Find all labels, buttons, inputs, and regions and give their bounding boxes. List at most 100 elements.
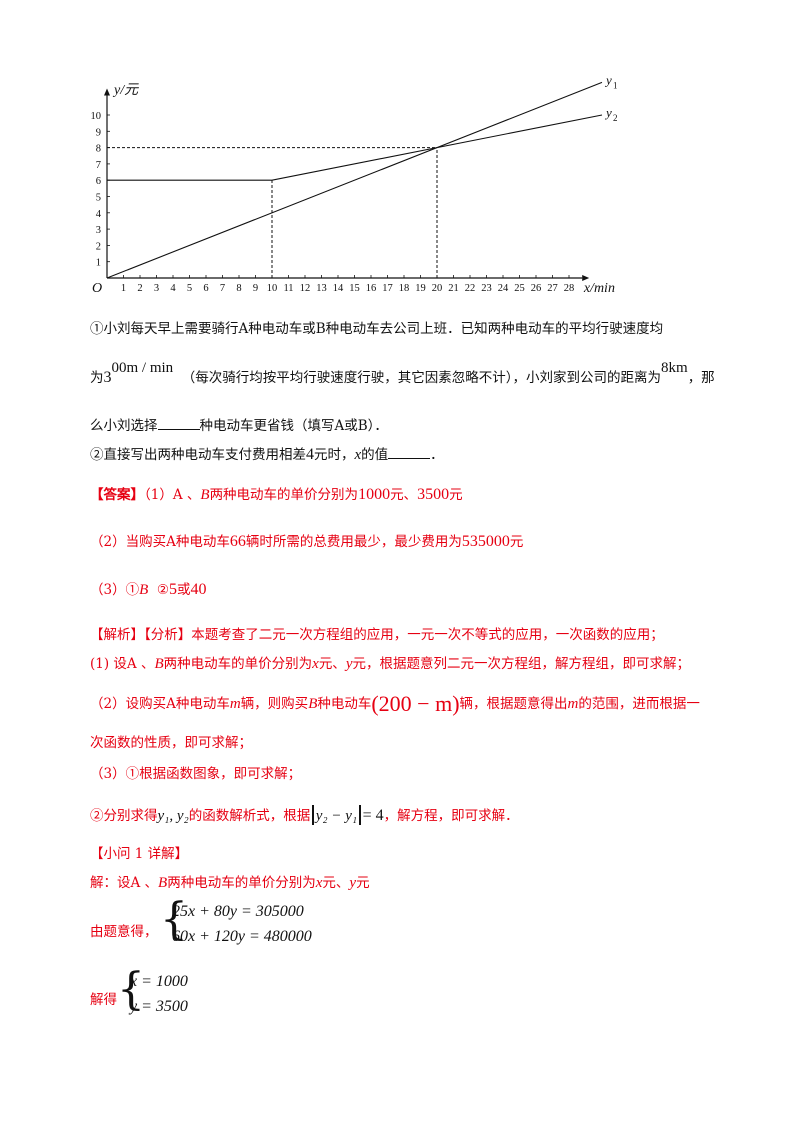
system-label: 由题意得， xyxy=(90,924,158,940)
q1-speed-lead: 3 xyxy=(103,369,112,386)
analysis-2m2: m xyxy=(567,696,579,712)
x-tick-label: 11 xyxy=(283,283,293,294)
x-tick-label: 21 xyxy=(448,283,459,294)
x-axis-arrow xyxy=(582,275,590,281)
answer-x-value-2: 40 xyxy=(190,581,207,598)
x-tick-label: 22 xyxy=(465,283,476,294)
analysis-2-expr: (200 − m) xyxy=(371,691,460,716)
analysis-5-eq: = 4 xyxy=(362,807,384,824)
solution-x: x = 1000 xyxy=(130,973,188,990)
y-tick-label: 9 xyxy=(96,127,101,138)
analysis-2B: B xyxy=(308,696,318,712)
answer-price-b: 3500 xyxy=(417,486,450,503)
q2-text-b: 元时， xyxy=(314,447,355,463)
analysis-5b: 的函数解析式，根据 xyxy=(188,808,311,824)
detail-1x: x xyxy=(315,875,323,891)
q1-text-choose: 么小刘选择 xyxy=(90,418,158,434)
solution-brace: { xyxy=(117,964,145,1015)
x-tick-label: 18 xyxy=(399,283,410,294)
answer-x-value-1: 5 xyxy=(168,581,177,598)
x-tick-label: 8 xyxy=(236,283,241,294)
answer-2b: 辆时所需的总费用最少，最少费用为 xyxy=(245,534,462,550)
x-tick-label: 13 xyxy=(316,283,327,294)
q1-text-note: （每次骑行均按平均行驶速度行驶，其它因素忽略不计），小刘家到公司的距离为 xyxy=(181,370,662,386)
x-tick-label: 19 xyxy=(415,283,426,294)
y-axis-label: y/元 xyxy=(112,83,139,98)
answer-3b: B xyxy=(139,582,149,598)
analysis-5-abs: y₂ − y₁ xyxy=(315,808,358,824)
answer-2a: （2）当购买A种电动车 xyxy=(90,534,230,550)
answer-line-1: 【答案】（1）A 、B两种电动车的单价分别为1000元、3500元 xyxy=(90,487,463,503)
analysis-1b: B xyxy=(154,656,164,672)
answer-blank-1 xyxy=(157,417,200,430)
y-tick-label: 5 xyxy=(96,193,101,204)
y-tick-label: 10 xyxy=(91,111,102,122)
y-tick-label: 4 xyxy=(96,209,102,220)
x-tick-label: 12 xyxy=(300,283,311,294)
analysis-1d: 元、 xyxy=(318,656,346,672)
answer-1b: B xyxy=(200,487,210,503)
analysis-2e: 的范围，进而根据一 xyxy=(578,696,700,712)
x-tick-label: 16 xyxy=(366,283,377,294)
x-tick-label: 15 xyxy=(349,283,360,294)
detail-1a: 解：设A 、 xyxy=(90,875,159,891)
detail-1b: B xyxy=(158,875,168,891)
x-tick-label: 26 xyxy=(531,283,542,294)
analysis-1x: x xyxy=(312,656,319,672)
answer-2c: 元 xyxy=(509,534,524,550)
series-label-sub-y1: 1 xyxy=(613,80,618,90)
series-line-y1 xyxy=(106,81,603,279)
analysis-1c: 两种电动车的单价分别为 xyxy=(163,656,313,672)
series-label-sub-y2: 2 xyxy=(613,113,618,123)
y-tick-label: 3 xyxy=(96,225,101,236)
y-axis-arrow xyxy=(104,88,110,96)
answer-3a: （3）① xyxy=(90,582,140,598)
analysis-label-line: 【解析】【分析】本题考查了二元一次方程组的应用，一元一次不等式的应用，一次函数的… xyxy=(90,627,664,643)
q1-text-wei: 为 xyxy=(90,370,104,386)
origin-label: O xyxy=(92,281,102,296)
analysis-line-3: 次函数的性质，即可求解； xyxy=(90,735,252,751)
detail-1y: y xyxy=(349,875,357,891)
y-tick-label: 1 xyxy=(96,258,101,269)
x-axis-label: x/min xyxy=(583,281,615,296)
series-line-y2 xyxy=(107,114,603,181)
series-label-y2: y xyxy=(604,105,612,120)
equation-2: 60x + 120y = 480000 xyxy=(172,928,312,945)
q2-variable: x xyxy=(354,447,362,463)
detail-1d: 元、 xyxy=(322,875,350,891)
detail-1c: 两种电动车的单价分别为 xyxy=(167,875,316,891)
series-label-y1: y xyxy=(604,78,612,87)
x-tick-label: 17 xyxy=(382,283,393,294)
answer-min-cost: 535000 xyxy=(461,533,510,550)
analysis-line-4: （3）①根据函数图象，即可求解； xyxy=(90,766,302,782)
y-tick-label: 7 xyxy=(96,160,101,171)
answer-blank-2 xyxy=(388,446,431,459)
x-tick-label: 23 xyxy=(481,283,492,294)
x-tick-label: 24 xyxy=(498,283,509,294)
x-tick-label: 9 xyxy=(253,283,258,294)
x-tick-label: 3 xyxy=(154,283,159,294)
detail-label: 【小问 1 详解】 xyxy=(90,846,189,862)
answer-3c: ② xyxy=(156,582,169,598)
answer-line-3: （3）①B ②5或40 xyxy=(90,582,206,598)
x-tick-label: 10 xyxy=(267,283,278,294)
x-tick-label: 14 xyxy=(333,283,344,294)
analysis-2a: （2）设购买A种电动车 xyxy=(90,696,230,712)
answer-3d: 或 xyxy=(176,582,191,598)
analysis-5-vars: y₁, y₂ xyxy=(157,808,189,824)
q2-number: 4 xyxy=(306,446,314,463)
x-tick-label: 6 xyxy=(203,283,208,294)
q2-text-a: ②直接写出两种电动车支付费用相差 xyxy=(90,447,306,463)
answer-1e: 元 xyxy=(449,487,463,503)
answer-label: 【答案】 xyxy=(90,487,144,503)
q2-text-c: 的值 xyxy=(361,447,389,463)
analysis-2b: 辆，则购买 xyxy=(240,696,309,712)
answer-count: 66 xyxy=(229,533,246,550)
question-2-line: ②直接写出两种电动车支付费用相差4元时，x的值． xyxy=(90,446,444,463)
q1-text-cheaper: 种电动车更省钱（填写A或B）． xyxy=(199,418,388,434)
x-tick-label: 4 xyxy=(170,283,176,294)
answer-line-2: （2）当购买A种电动车66辆时所需的总费用最少，最少费用为535000元 xyxy=(90,534,523,550)
analysis-1a: (1) 设A 、 xyxy=(90,656,155,672)
analysis-line-1: (1) 设A 、B两种电动车的单价分别为x元、y元，根据题意列二元一次方程组，解… xyxy=(90,657,690,672)
